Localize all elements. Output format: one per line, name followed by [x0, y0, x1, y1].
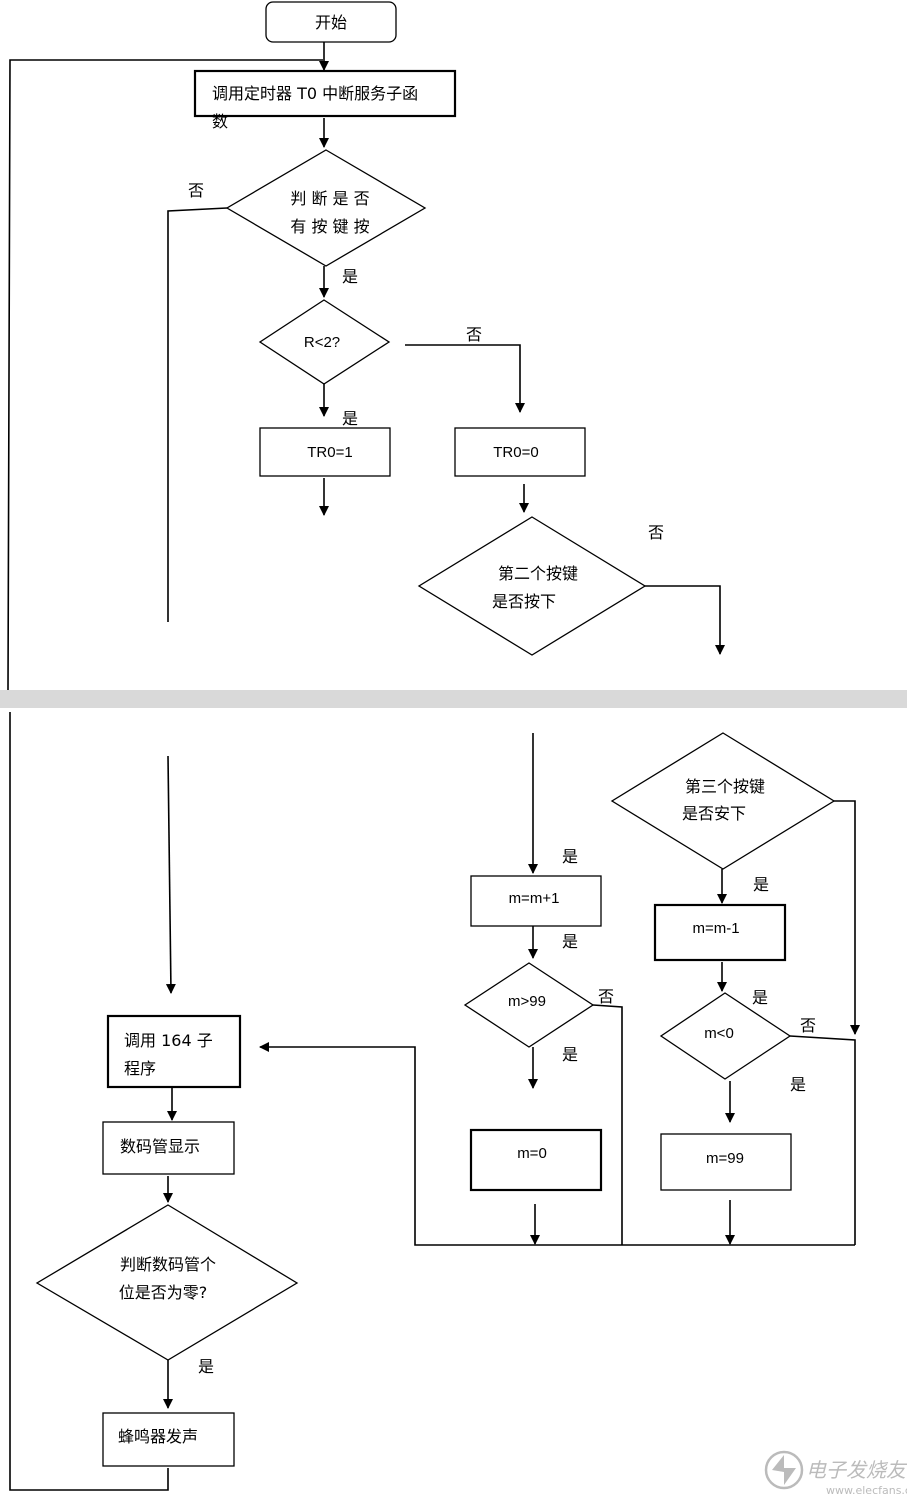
call-timer-text-1: 调用定时器 T0 中断服务子函 [212, 84, 418, 103]
call-164-text-1: 调用 164 子 [124, 1031, 213, 1050]
loop-back-line-bottom [9, 712, 169, 1491]
start-node [265, 1, 397, 43]
m-inc-text: m=m+1 [509, 890, 560, 907]
second-key-text-2: 是否按下 [492, 592, 556, 611]
tr0-1-node [259, 427, 391, 477]
label-yes-8: 是 [790, 1075, 806, 1094]
watermark-text: 电子发烧友 [806, 1458, 907, 1482]
merge-line [259, 1042, 855, 1246]
label-no-3: 否 [648, 523, 664, 542]
m-dec-text: m=m-1 [692, 920, 739, 937]
m-reset-0-node [469, 1128, 603, 1192]
label-no-4: 否 [598, 987, 614, 1006]
label-yes-5: 是 [562, 1045, 578, 1064]
call-timer-node [193, 69, 457, 118]
m-lt-0-decision [659, 992, 792, 1080]
key-pressed-text-2: 有 按 键 按 [290, 217, 369, 236]
second-key-text-1: 第二个按键 [498, 564, 578, 583]
display-text: 数码管显示 [120, 1137, 200, 1156]
m-lt-0-text: m<0 [704, 1025, 734, 1042]
third-key-text-1: 第三个按键 [685, 777, 765, 796]
tr0-0-node [454, 427, 586, 477]
label-yes-digit: 是 [198, 1357, 214, 1376]
m-dec-node [653, 903, 787, 962]
key-pressed-text-1: 判 断 是 否 [290, 189, 369, 208]
call-164-node [106, 1014, 242, 1089]
digit-zero-text-1: 判断数码管个 [120, 1255, 216, 1274]
m-gt-99-text: m>99 [508, 993, 546, 1010]
loop-back-line-top [7, 59, 323, 691]
buzzer-node [102, 1412, 235, 1467]
watermark: 电子发烧友 www.elecfans.com [764, 1450, 907, 1497]
m-set-99-node [660, 1133, 792, 1191]
key-pressed-decision [225, 149, 427, 267]
m-reset-0-text: m=0 [517, 1145, 547, 1162]
label-no-1: 否 [188, 181, 204, 200]
call-164-text-2: 程序 [124, 1059, 156, 1078]
label-yes-3: 是 [562, 847, 578, 866]
third-key-text-2: 是否安下 [682, 804, 746, 823]
label-yes-6: 是 [753, 875, 769, 894]
buzzer-text: 蜂鸣器发声 [118, 1427, 198, 1446]
tr0-0-text: TR0=0 [493, 444, 538, 461]
label-no-2: 否 [466, 325, 482, 344]
display-node [102, 1121, 235, 1175]
m-set-99-text: m=99 [706, 1150, 744, 1167]
label-yes-2: 是 [342, 409, 358, 428]
r-lt-2-text: R<2? [304, 334, 340, 351]
call-timer-text-2: 数 [212, 112, 228, 131]
page-separator [0, 690, 907, 708]
m-inc-node [470, 875, 602, 927]
label-yes-7: 是 [752, 988, 768, 1007]
third-key-decision [610, 732, 836, 870]
label-yes-1: 是 [342, 267, 358, 286]
watermark-url: www.elecfans.com [826, 1484, 907, 1497]
start-text: 开始 [315, 13, 347, 32]
second-key-decision [417, 516, 647, 656]
label-yes-4: 是 [562, 932, 578, 951]
label-no-5: 否 [800, 1016, 816, 1035]
tr0-1-text: TR0=1 [307, 444, 352, 461]
m-gt-99-decision [463, 962, 595, 1048]
digit-zero-text-2: 位是否为零? [119, 1283, 208, 1302]
